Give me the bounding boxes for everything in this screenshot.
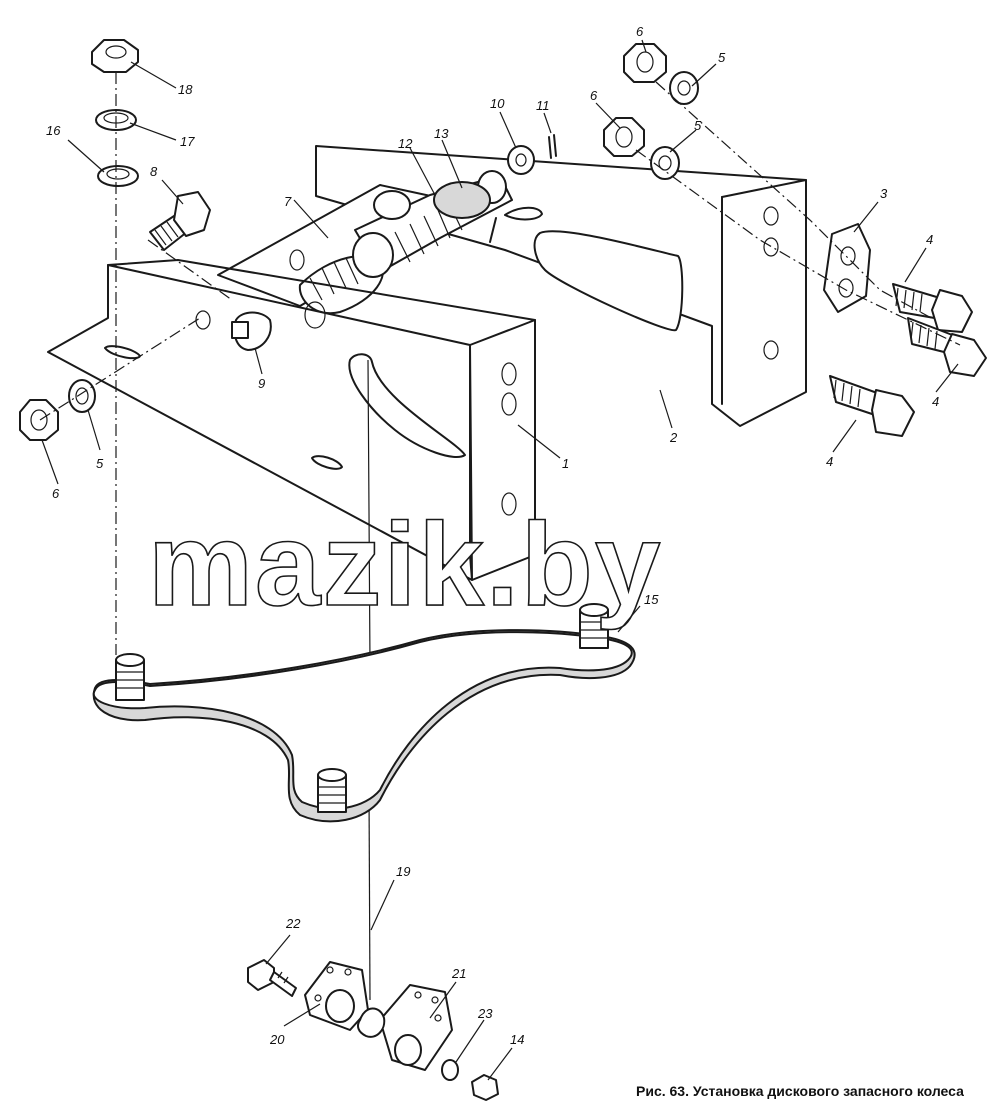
callout-4-mid: 4 bbox=[932, 394, 939, 409]
callout-19: 19 bbox=[396, 864, 410, 879]
fasteners-top-right bbox=[507, 43, 699, 180]
callout-11: 11 bbox=[536, 98, 550, 113]
callout-labels: 18 17 16 8 7 12 13 10 11 6 5 6 5 3 4 4 4… bbox=[46, 24, 939, 1047]
callout-4-top: 4 bbox=[926, 232, 933, 247]
fasteners-left bbox=[19, 379, 96, 441]
cable-19-lower bbox=[368, 789, 371, 1001]
figure-caption: Рис. 63. Установка дискового запасного к… bbox=[636, 1083, 964, 1099]
callout-23: 23 bbox=[477, 1006, 493, 1021]
fasteners-top-left bbox=[91, 39, 211, 251]
watermark: mazik.by bbox=[148, 499, 662, 631]
callout-10: 10 bbox=[490, 96, 505, 111]
stud-left bbox=[115, 653, 145, 701]
callout-6-left: 6 bbox=[52, 486, 60, 501]
callout-15: 15 bbox=[644, 592, 659, 607]
bracket-1 bbox=[47, 259, 536, 581]
centre-lines bbox=[39, 72, 961, 655]
callout-9: 9 bbox=[258, 376, 265, 391]
callout-14: 14 bbox=[510, 1032, 524, 1047]
callout-6-mid: 6 bbox=[590, 88, 598, 103]
callout-8: 8 bbox=[150, 164, 158, 179]
callout-3: 3 bbox=[880, 186, 888, 201]
callout-16: 16 bbox=[46, 123, 61, 138]
callout-17: 17 bbox=[180, 134, 195, 149]
stud-right bbox=[579, 603, 609, 649]
stud-center bbox=[317, 768, 347, 813]
leader-lines bbox=[41, 39, 959, 1081]
callout-2: 2 bbox=[669, 430, 678, 445]
callout-20: 20 bbox=[269, 1032, 285, 1047]
carrier-15 bbox=[92, 603, 636, 823]
callout-1: 1 bbox=[562, 456, 569, 471]
callout-21: 21 bbox=[451, 966, 466, 981]
callout-5-left: 5 bbox=[96, 456, 104, 471]
callout-5-top: 5 bbox=[718, 50, 726, 65]
callout-7: 7 bbox=[284, 194, 292, 209]
callout-22: 22 bbox=[285, 916, 301, 931]
winch-mechanism bbox=[298, 170, 543, 315]
callout-13: 13 bbox=[434, 126, 449, 141]
callout-6-top: 6 bbox=[636, 24, 644, 39]
callout-4-low: 4 bbox=[826, 454, 833, 469]
callout-12: 12 bbox=[398, 136, 413, 151]
callout-5-mid: 5 bbox=[694, 118, 702, 133]
cable-end-assembly bbox=[247, 959, 499, 1101]
plate-and-bolts bbox=[823, 223, 987, 437]
callout-18: 18 bbox=[178, 82, 193, 97]
